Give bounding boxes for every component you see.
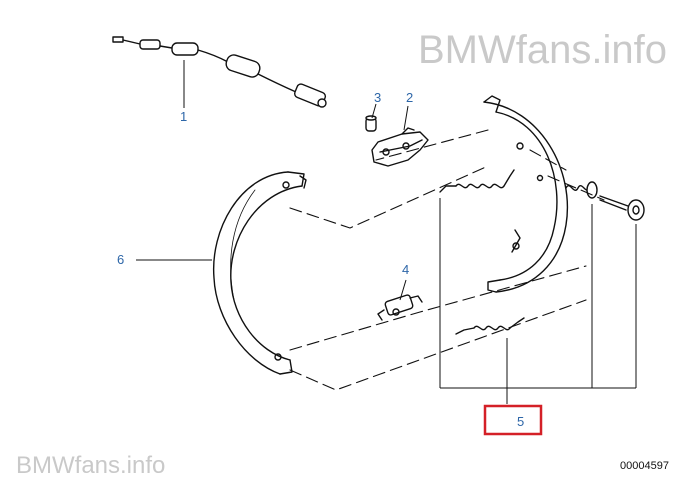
callout-3[interactable]: 3: [374, 90, 381, 105]
callout-4[interactable]: 4: [402, 262, 409, 277]
watermark-bottom: BMWfans.info: [16, 452, 166, 479]
leader-lines: [136, 60, 637, 404]
callout-2[interactable]: 2: [406, 90, 413, 105]
document-number: 00004597: [620, 460, 669, 472]
callout-1[interactable]: 1: [180, 109, 187, 124]
adjuster-icon[interactable]: [377, 294, 423, 321]
sleeve-icon[interactable]: [365, 115, 377, 132]
expander-lever-icon[interactable]: [371, 127, 429, 167]
callout-6[interactable]: 6: [117, 252, 124, 267]
brake-shoe-icon[interactable]: [212, 171, 307, 375]
brake-shoe-right-icon[interactable]: [483, 95, 568, 293]
retaining-pin-icon[interactable]: [599, 195, 645, 221]
callout-5-highlight-box: [483, 404, 543, 436]
upper-spring-icon[interactable]: [439, 169, 515, 193]
callout-5[interactable]: 5: [517, 414, 524, 429]
handbrake-cable-icon[interactable]: [112, 36, 327, 108]
assembly-lines: [289, 129, 605, 391]
watermark-top: BMWfans.info: [418, 28, 667, 72]
